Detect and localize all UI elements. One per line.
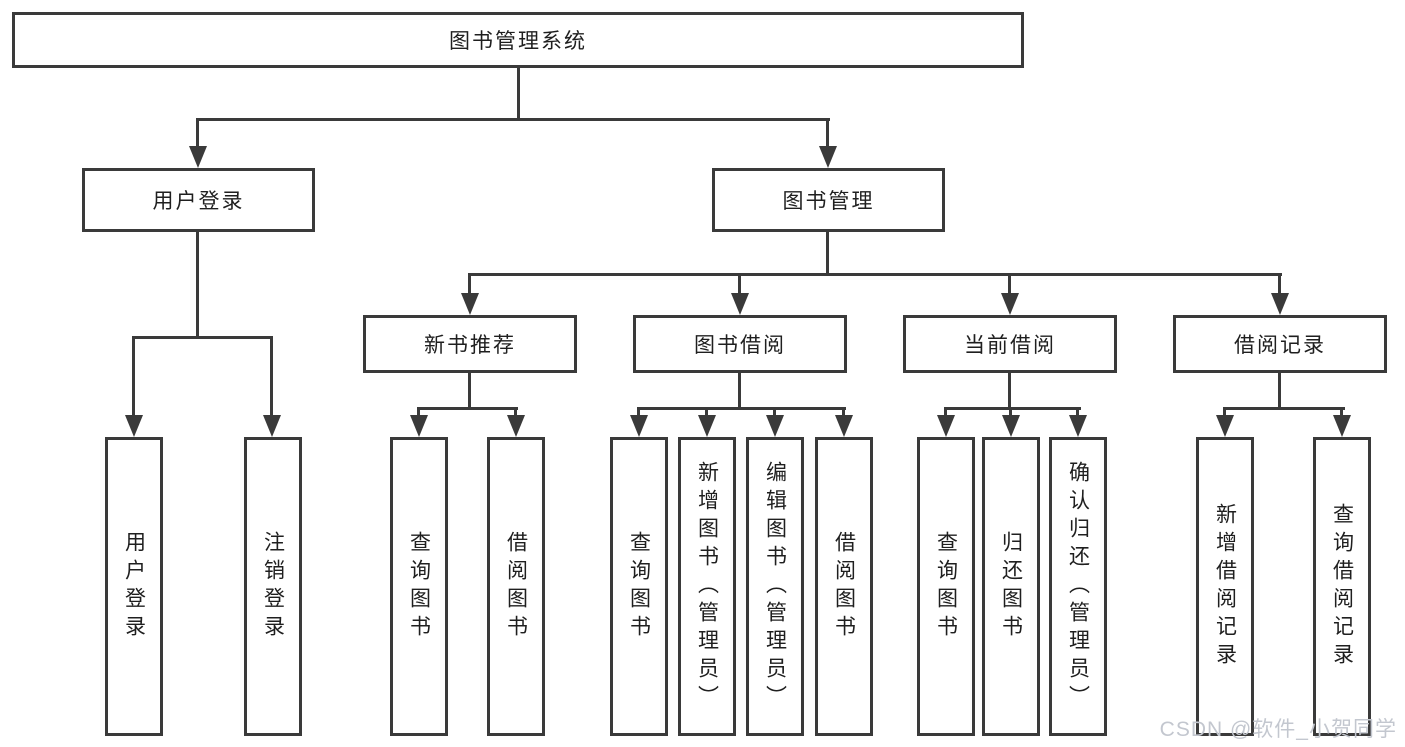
connector-line [1076,407,1079,419]
leaf-add-borrow-record: 新增借阅记录 [1196,437,1254,736]
connector-line [1008,273,1011,297]
leaf-label: 查询图书 [934,530,958,643]
connector-line [705,407,708,419]
leaf-label: 用户登录 [122,530,146,643]
connector-line [1008,373,1011,410]
leaf-label: 借阅图书 [832,530,856,643]
leaf-add-books-admin: 新增图书（管理员） [678,437,736,736]
connector-line [773,407,776,419]
arrow-down-icon [263,415,281,437]
leaf-label: 编辑图书（管理员） [763,460,787,713]
leaf-label: 查询图书 [627,530,651,643]
leaf-label: 新增借阅记录 [1213,502,1237,671]
leaf-user-login: 用户登录 [105,437,163,736]
arrow-down-icon [507,415,525,437]
node-new-book-recommend: 新书推荐 [363,315,577,373]
arrow-down-icon [1069,415,1087,437]
connector-line [738,273,741,297]
connector-line [132,336,135,418]
connector-line [196,118,199,150]
node-book-borrow: 图书借阅 [633,315,847,373]
connector-line [1223,407,1345,410]
node-book-management: 图书管理 [712,168,945,232]
connector-line [468,373,471,410]
arrow-down-icon [1333,415,1351,437]
leaf-label: 确认归还（管理员） [1066,460,1090,713]
leaf-query-books-current: 查询图书 [917,437,975,736]
arrow-down-icon [731,293,749,315]
arrow-down-icon [1271,293,1289,315]
connector-line [944,407,947,419]
leaf-label: 查询图书 [407,530,431,643]
leaf-label: 归还图书 [999,530,1023,643]
leaf-label: 新增图书（管理员） [695,460,719,713]
connector-line [826,232,829,276]
leaf-edit-books-admin: 编辑图书（管理员） [746,437,804,736]
leaf-query-borrow-record: 查询借阅记录 [1313,437,1371,736]
connector-line [1340,407,1343,419]
connector-line [637,407,640,419]
arrow-down-icon [698,415,716,437]
arrow-down-icon [835,415,853,437]
leaf-query-books-borrow: 查询图书 [610,437,668,736]
connector-line [1009,407,1012,419]
node-user-login: 用户登录 [82,168,315,232]
connector-line [196,232,199,339]
arrow-down-icon [937,415,955,437]
arrow-down-icon [410,415,428,437]
node-current-borrow: 当前借阅 [903,315,1117,373]
arrow-down-icon [461,293,479,315]
connector-line [514,407,517,419]
arrow-down-icon [1216,415,1234,437]
connector-line [944,407,1081,410]
leaf-borrow-books-recommend: 借阅图书 [487,437,545,736]
leaf-confirm-return-admin: 确认归还（管理员） [1049,437,1107,736]
arrow-down-icon [630,415,648,437]
arrow-down-icon [819,146,837,168]
leaf-label: 借阅图书 [504,530,528,643]
leaf-logout: 注销登录 [244,437,302,736]
connector-line [1278,273,1281,297]
leaf-return-books: 归还图书 [982,437,1040,736]
arrow-down-icon [1001,293,1019,315]
leaf-label: 注销登录 [261,530,285,643]
connector-line [270,336,273,418]
connector-line [1278,373,1281,410]
connector-line [826,118,829,150]
connector-line [132,336,273,339]
arrow-down-icon [125,415,143,437]
arrow-down-icon [766,415,784,437]
connector-line [637,407,846,410]
connector-line [417,407,420,419]
arrow-down-icon [1002,415,1020,437]
connector-line [517,68,520,121]
leaf-borrow-books: 借阅图书 [815,437,873,736]
connector-line [468,273,471,297]
leaf-label: 查询借阅记录 [1330,502,1354,671]
leaf-query-books-recommend: 查询图书 [390,437,448,736]
connector-line [468,273,1282,276]
connector-line [842,407,845,419]
connector-line [417,407,518,410]
arrow-down-icon [189,146,207,168]
connector-line [196,118,830,121]
node-borrow-record: 借阅记录 [1173,315,1387,373]
connector-line [1223,407,1226,419]
connector-line [738,373,741,410]
node-root-library-system: 图书管理系统 [12,12,1024,68]
